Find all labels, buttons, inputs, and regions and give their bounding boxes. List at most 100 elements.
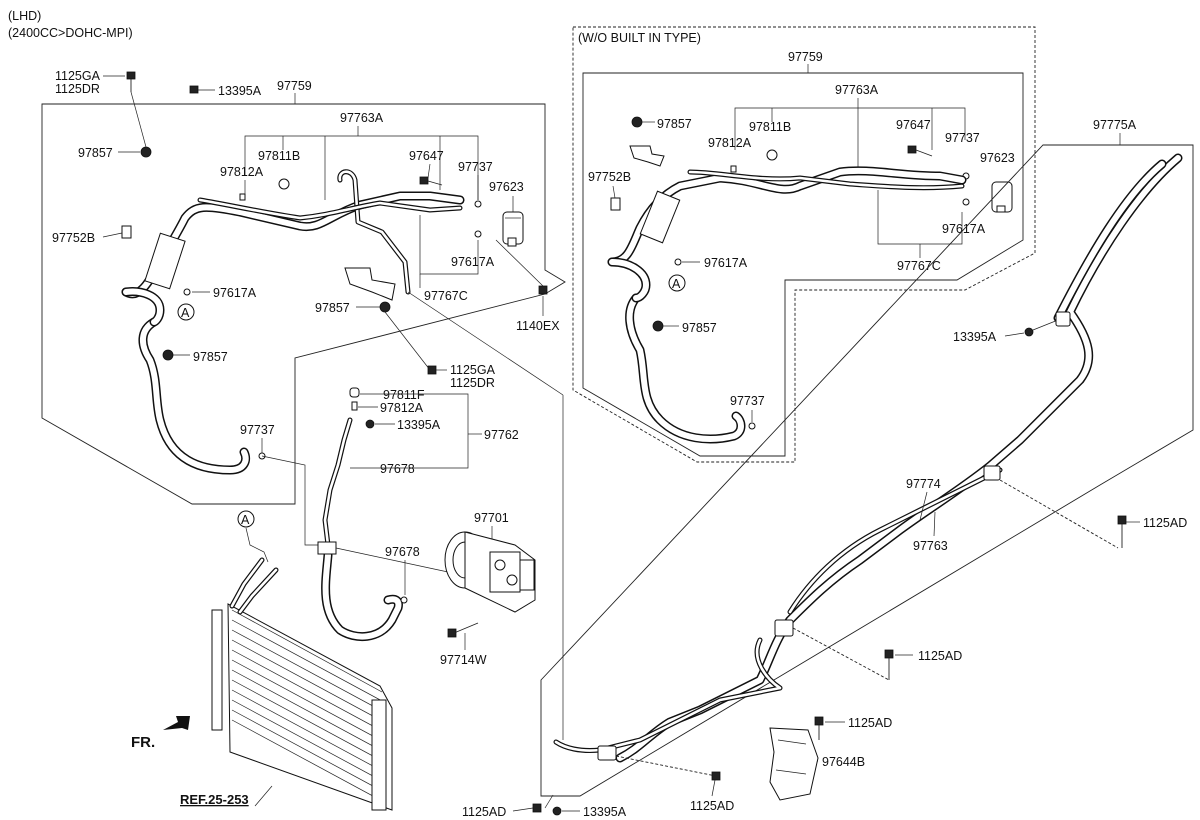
label-97623: 97623 — [489, 180, 524, 194]
o-ring-icon — [474, 230, 482, 238]
inset-label-97617a-a: 97617A — [704, 256, 748, 270]
label-97617a-a: 97617A — [213, 286, 257, 300]
clamp-icon — [774, 619, 794, 637]
rear-liquid-line — [553, 467, 1003, 753]
cap-icon — [278, 178, 290, 190]
label-97774: 97774 — [906, 477, 941, 491]
receiver-drier — [991, 181, 1013, 213]
o-ring-icon — [183, 288, 191, 296]
grommet-icon — [162, 349, 174, 361]
label-97678-b: 97678 — [385, 545, 420, 559]
label-front-direction: FR. — [131, 734, 155, 751]
condenser-pipes — [229, 557, 279, 615]
label-97701: 97701 — [474, 511, 509, 525]
label-97752b: 97752B — [52, 231, 95, 245]
bolt-icon — [884, 649, 894, 680]
inset-muffler — [639, 190, 681, 244]
grommet-icon — [652, 320, 664, 332]
svg-text:A: A — [241, 513, 250, 527]
label-1125ga-mid: 1125GA — [450, 363, 496, 377]
o-ring-icon — [962, 198, 970, 206]
valve-core-icon — [730, 165, 737, 173]
label-97678-a: 97678 — [380, 462, 415, 476]
bolt-icon — [1117, 515, 1127, 548]
bolt-icon — [907, 145, 933, 157]
clamp-icon — [1055, 311, 1071, 327]
label-1140ex: 1140EX — [516, 319, 560, 333]
muffler — [144, 232, 186, 290]
label-97857-a: 97857 — [78, 146, 113, 160]
label-97762: 97762 — [484, 428, 519, 442]
circle-marker-a: A — [177, 303, 195, 321]
clamp-icon — [597, 745, 617, 761]
inset-label-97763a: 97763A — [835, 83, 879, 97]
nut-icon — [552, 806, 562, 816]
label-97857-b: 97857 — [315, 301, 350, 315]
label-1125ad-e: 1125AD — [462, 805, 506, 819]
o-ring-icon — [474, 200, 482, 208]
valve-core-icon — [351, 401, 358, 411]
label-97644b: 97644B — [822, 755, 865, 769]
inset-label-97811b: 97811B — [749, 120, 791, 134]
o-ring-icon — [400, 596, 408, 604]
inset-bracket — [629, 145, 665, 167]
heat-shield — [769, 727, 819, 801]
inset-label-97767c: 97767C — [897, 259, 941, 273]
label-97811f: 97811F — [383, 388, 425, 402]
label-1125ad-c: 1125AD — [848, 716, 892, 730]
inset-suction-hose — [607, 166, 967, 444]
inset-label-97857-b: 97857 — [682, 321, 717, 335]
liquid-pipe — [197, 169, 463, 295]
clamp-icon — [983, 465, 1001, 481]
label-97767c: 97767C — [424, 289, 468, 303]
label-ref-25-253: REF.25-253 — [180, 792, 249, 807]
inset-frame — [572, 26, 1036, 463]
label-1125ad-a: 1125AD — [1143, 516, 1187, 530]
label-97737-b: 97737 — [240, 423, 275, 437]
rear-suction-line — [615, 153, 1183, 763]
inset-liquid-pipe — [687, 169, 965, 191]
bolt-icon — [126, 71, 136, 92]
label-97737-a: 97737 — [458, 160, 493, 174]
inset-label-97759: 97759 — [788, 50, 823, 64]
discharge-hose — [317, 417, 403, 642]
grommet-icon — [379, 301, 391, 313]
bolt-icon — [419, 176, 443, 186]
label-13395a-mid: 13395A — [397, 418, 441, 432]
header-engine: (2400CC>DOHC-MPI) — [8, 26, 133, 40]
label-1125ad-d: 1125AD — [690, 799, 734, 813]
circle-marker-a: A — [237, 510, 255, 528]
label-13395a-right: 13395A — [953, 330, 997, 344]
cap-icon — [349, 387, 360, 398]
nut-icon — [365, 419, 375, 429]
label-1125ad-b: 1125AD — [918, 649, 962, 663]
clamp-icon — [121, 225, 132, 239]
inset-label-97623: 97623 — [980, 151, 1015, 165]
inset-label-97812a: 97812A — [708, 136, 752, 150]
nut-icon — [1024, 327, 1034, 337]
label-97811b: 97811B — [258, 149, 300, 163]
nut-icon — [189, 85, 199, 94]
svg-text:A: A — [181, 306, 190, 320]
main-assembly-frame — [41, 103, 566, 505]
label-97812a: 97812A — [220, 165, 264, 179]
label-1125ga-top: 1125GA — [55, 69, 101, 83]
inset-assembly-frame — [582, 72, 1024, 457]
label-97759: 97759 — [277, 79, 312, 93]
o-ring-icon — [748, 422, 756, 430]
label-97775a: 97775A — [1093, 118, 1137, 132]
bolt-icon — [538, 285, 548, 295]
clamp-icon — [610, 197, 621, 211]
label-97714w: 97714W — [440, 653, 487, 667]
label-97857-c: 97857 — [193, 350, 228, 364]
bolt-icon — [814, 716, 824, 740]
compressor — [444, 531, 536, 613]
label-1125dr-mid: 1125DR — [450, 376, 495, 390]
circle-marker-a: A — [668, 274, 686, 292]
bolt-icon — [447, 622, 479, 638]
inset-label-97857-a: 97857 — [657, 117, 692, 131]
bracket — [344, 267, 396, 301]
label-97763: 97763 — [913, 539, 948, 553]
label-97647: 97647 — [409, 149, 444, 163]
